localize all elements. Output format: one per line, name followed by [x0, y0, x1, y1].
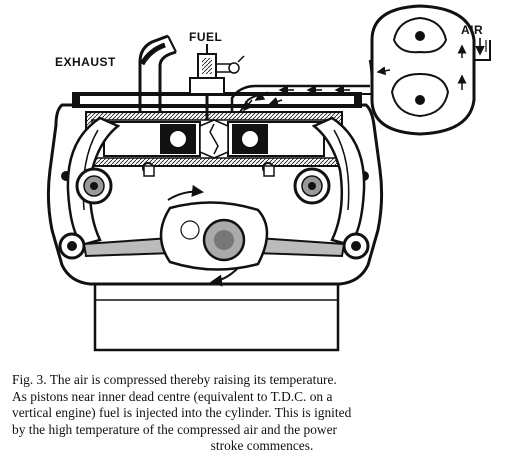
- caption-line: Fig. 3. The air is compressed thereby ra…: [12, 372, 337, 387]
- left-lower-pivot: [58, 232, 86, 260]
- air-label: AIR: [461, 23, 484, 37]
- caption-line: As pistons near inner dead centre (equiv…: [12, 388, 333, 404]
- left-upper-pivot: [75, 167, 113, 205]
- engine-cutaway-drawing: [46, 4, 491, 352]
- caption-line: stroke commences.: [210, 438, 314, 453]
- crankcase-sump: [93, 272, 340, 352]
- small-pins: [142, 162, 275, 177]
- right-lever: [311, 116, 366, 247]
- right-piston: [227, 121, 325, 157]
- rotation-arrows: [167, 184, 239, 287]
- exhaust-pipe: [138, 34, 177, 112]
- right-upper-pivot: [293, 167, 331, 205]
- roots-blower: [370, 4, 491, 136]
- figure-caption: Fig. 3. The air is compressed thereby ra…: [12, 372, 512, 455]
- caption-line: by the high temperature of the compresse…: [12, 421, 337, 437]
- fuel-injector: [189, 44, 245, 120]
- right-lower-pivot: [342, 232, 370, 260]
- exhaust-label: EXHAUST: [55, 55, 116, 69]
- left-piston: [103, 121, 201, 157]
- caption-line: vertical engine) fuel is injected into t…: [12, 405, 352, 420]
- combustion-chamber: [199, 119, 229, 159]
- crankshaft: [159, 201, 269, 271]
- fuel-label: FUEL: [189, 30, 223, 44]
